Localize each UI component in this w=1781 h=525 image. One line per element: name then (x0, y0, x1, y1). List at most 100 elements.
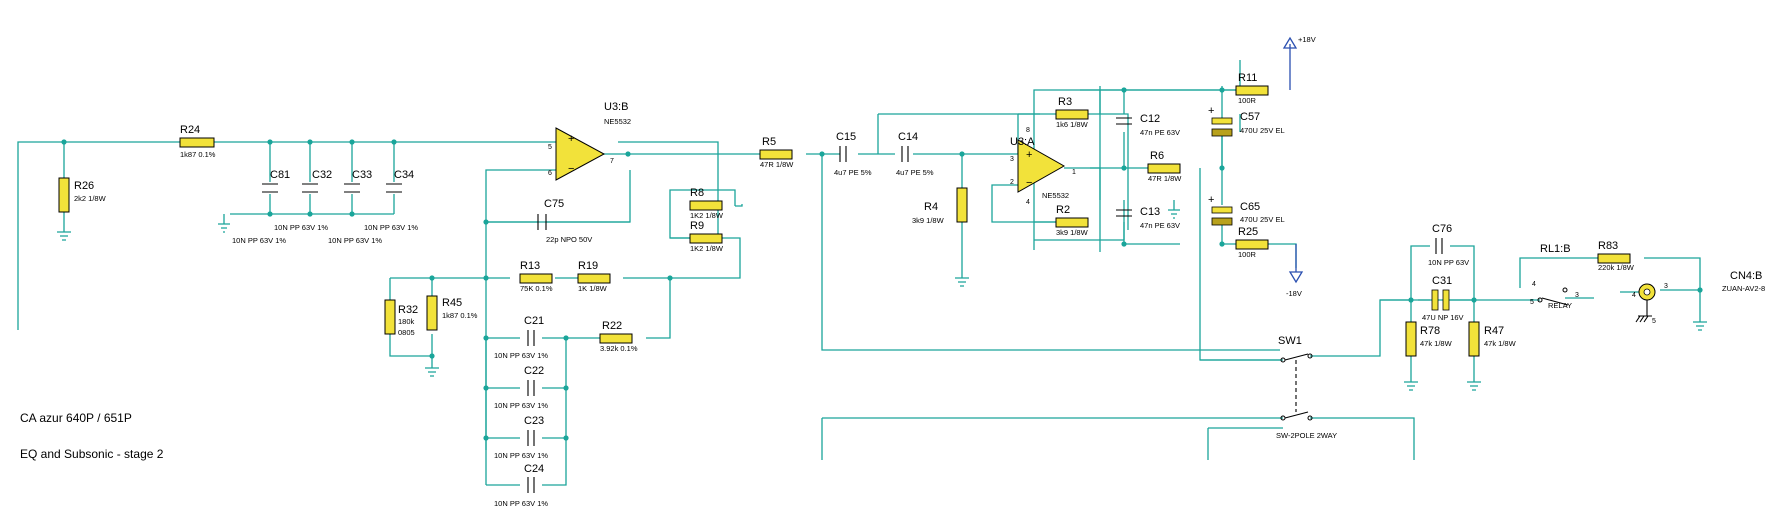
resistor-r83: R83 220k 1/8W (1597, 240, 1635, 272)
c65-val: 470U 25V EL (1240, 215, 1285, 224)
r13-val: 75K 0.1% (520, 284, 553, 293)
r22-ref: R22 (602, 320, 622, 332)
r32-ref: R32 (398, 304, 418, 316)
rl1b-ref: RL1:B (1540, 243, 1571, 255)
r9-ref: R9 (690, 220, 704, 232)
c12-val: 47n PE 63V (1140, 128, 1180, 137)
r25-ref: R25 (1238, 226, 1258, 238)
r45-val: 1k87 0.1% (442, 311, 478, 320)
c31-ref: C31 (1432, 275, 1452, 287)
u3b-pin-out: 7 (610, 158, 614, 165)
capacitor-c75: C75 22p NPO 50V (486, 198, 630, 244)
c57-ref: C57 (1240, 111, 1260, 123)
r32-val2: 0805 (398, 328, 415, 337)
c12-ref: C12 (1140, 113, 1160, 125)
u3a-pin-plus: 3 (1010, 156, 1014, 163)
capacitor-c14: C14 4u7 PE 5% (896, 131, 934, 177)
c22-val: 10N PP 63V 1% (494, 401, 548, 410)
c21-val: 10N PP 63V 1% (494, 351, 548, 360)
u3a-pin-out: 1 (1072, 169, 1076, 176)
resistor-r78: R78 47k 1/8W (1405, 321, 1453, 357)
u3a-minus-sign: − (1026, 177, 1032, 189)
rl1b-pin3: 3 (1575, 292, 1579, 299)
c15-val: 4u7 PE 5% (834, 168, 872, 177)
r32-val: 180k (398, 317, 415, 326)
capacitor-c31: C31 47U NP 16V (1422, 275, 1464, 322)
c81-val: 10N PP 63V 1% (232, 236, 286, 245)
u3b-part: NE5532 (604, 117, 631, 126)
r47-ref: R47 (1484, 325, 1504, 337)
rail-neg: -18V (1286, 244, 1304, 298)
capacitor-c34: C34 10N PP 63V 1% (364, 169, 418, 232)
c21-ref: C21 (524, 315, 544, 327)
c81-ref: C81 (270, 169, 290, 181)
r8-val: 1K2 1/8W (690, 211, 724, 220)
capacitor-c33: C33 10N PP 63V 1% (328, 169, 382, 245)
r78-val: 47k 1/8W (1420, 339, 1453, 348)
r26-ref: R26 (74, 180, 94, 192)
r19-val: 1K 1/8W (578, 284, 608, 293)
rl1b-part: RELAY (1548, 301, 1572, 310)
cn4b-pin4: 4 (1632, 292, 1636, 299)
c76-val: 10N PP 63V (1428, 258, 1469, 267)
resistor-r2: R2 3k9 1/8W (1055, 204, 1089, 237)
r45-ref: R45 (442, 297, 462, 309)
capacitor-c32: C32 10N PP 63V 1% (274, 169, 332, 232)
capacitor-c23: C23 10N PP 63V 1% (494, 415, 548, 460)
c57-sign: + (1208, 105, 1214, 117)
sw1-ref: SW1 (1278, 335, 1302, 347)
r3-val: 1k6 1/8W (1056, 120, 1089, 129)
rl1b-pin4: 4 (1532, 281, 1536, 288)
c32-ref: C32 (312, 169, 332, 181)
c65-sign: + (1208, 194, 1214, 206)
c32-val: 10N PP 63V 1% (274, 223, 328, 232)
r5-ref: R5 (762, 136, 776, 148)
capacitor-c12: C12 47n PE 63V (1116, 113, 1180, 137)
r24-ref: R24 (180, 124, 200, 136)
opamp-u3a: + − 3 2 1 8 4 U3:A NE5532 (1010, 127, 1076, 206)
capacitor-c57: + C57 470U 25V EL (1208, 100, 1285, 168)
r83-ref: R83 (1598, 240, 1618, 252)
c34-ref: C34 (394, 169, 414, 181)
cn4b-pin3: 3 (1664, 283, 1668, 290)
capacitor-c22: C22 10N PP 63V 1% (494, 365, 548, 410)
r83-val: 220k 1/8W (1598, 263, 1635, 272)
r6-ref: R6 (1150, 150, 1164, 162)
resistor-r8: R8 1K2 1/8W (689, 187, 724, 220)
wires (17, 60, 1701, 486)
resistor-r9: R9 1K2 1/8W (689, 220, 724, 253)
u3b-plus-sign: + (568, 133, 574, 145)
cn4b-pin5: 5 (1652, 318, 1656, 325)
u3a-ref: U3:A (1010, 136, 1035, 148)
r2-ref: R2 (1056, 204, 1070, 216)
c57-val: 470U 25V EL (1240, 126, 1285, 135)
c33-val: 10N PP 63V 1% (328, 236, 382, 245)
r47-val: 47k 1/8W (1484, 339, 1517, 348)
rail-pos-label: +18V (1298, 35, 1316, 44)
resistor-r13: R13 75K 0.1% (519, 260, 553, 293)
u3a-plus-sign: + (1026, 149, 1032, 161)
capacitor-c81: C81 10N PP 63V 1% (232, 169, 290, 245)
c14-val: 4u7 PE 5% (896, 168, 934, 177)
resistor-r11: R11 100R (1235, 72, 1269, 105)
r4-ref: R4 (924, 201, 938, 213)
resistor-r47: R47 47k 1/8W (1468, 321, 1517, 357)
c34-val: 10N PP 63V 1% (364, 223, 418, 232)
c13-val: 47n PE 63V (1140, 221, 1180, 230)
r78-ref: R78 (1420, 325, 1440, 337)
relay-rl1b: RL1:B RELAY 4 5 3 (1530, 243, 1579, 310)
resistor-r3: R3 1k6 1/8W (1055, 96, 1089, 129)
c24-ref: C24 (524, 463, 544, 475)
note-stage: EQ and Subsonic - stage 2 (20, 447, 164, 461)
r25-val: 100R (1238, 250, 1257, 259)
resistor-r24: R24 1k87 0.1% (179, 124, 216, 159)
u3b-ref: U3:B (604, 101, 628, 113)
r6-val: 47R 1/8W (1148, 174, 1182, 183)
u3a-part: NE5532 (1042, 191, 1069, 200)
u3b-minus-sign: − (568, 163, 574, 175)
ground-symbols (57, 200, 1707, 391)
resistor-r32: R32 180k 0805 (384, 299, 418, 337)
capacitor-c15: C15 4u7 PE 5% (834, 131, 872, 177)
c23-val: 10N PP 63V 1% (494, 451, 548, 460)
u3a-pin-v8: 8 (1026, 127, 1030, 134)
